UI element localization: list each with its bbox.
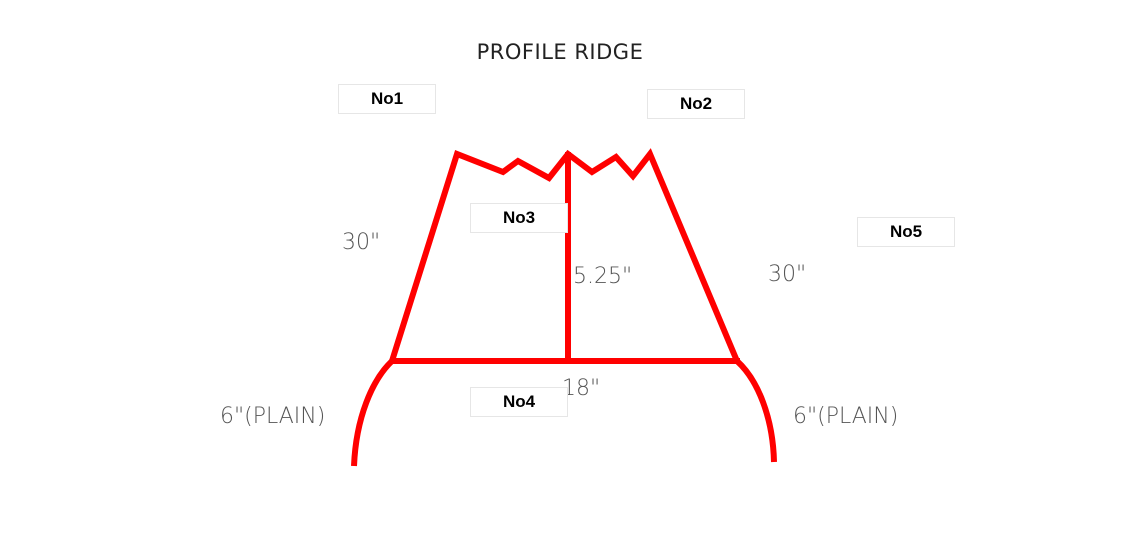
height-dimension: 5.25": [573, 264, 633, 289]
label-no1: No1: [338, 84, 436, 114]
right-side-dimension: 30": [768, 262, 807, 287]
base-dimension: 18": [562, 376, 601, 401]
left-side-dimension: 30": [342, 230, 381, 255]
ridge-outline: [389, 148, 740, 363]
right-plain-curve: [734, 358, 777, 463]
label-no5: No5: [857, 217, 955, 247]
label-no4: No4: [470, 387, 568, 417]
label-no3: No3: [470, 203, 568, 233]
left-plain-dimension: 6"(PLAIN): [220, 404, 326, 429]
left-plain-curve: [351, 358, 395, 467]
label-no2: No2: [647, 89, 745, 119]
diagram-title: PROFILE RIDGE: [476, 40, 644, 64]
right-plain-dimension: 6"(PLAIN): [793, 404, 899, 429]
